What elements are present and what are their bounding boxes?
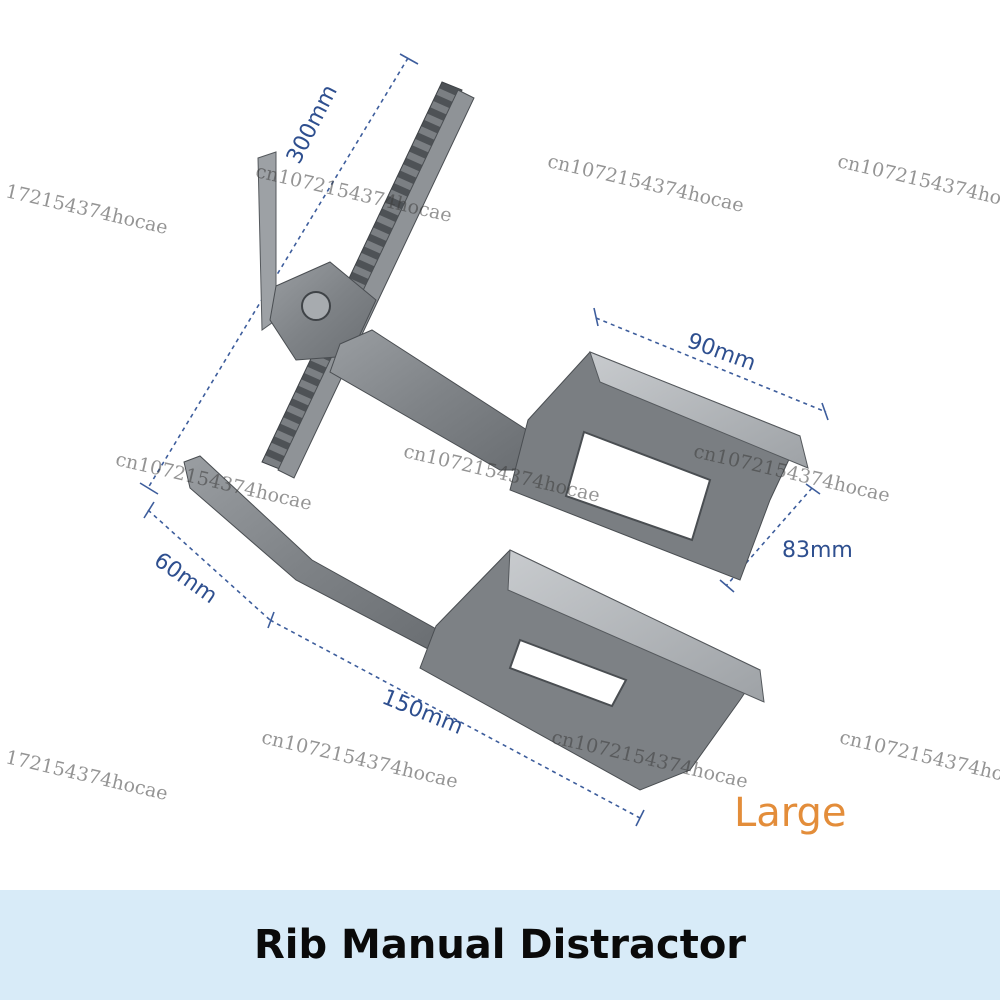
upper-blade: [509, 351, 809, 581]
lower-blade: [419, 549, 765, 791]
distractor-illustration: [139, 53, 829, 827]
banner-title: Rib Manual Distractor: [253, 922, 747, 968]
upper-arm: [257, 151, 531, 471]
dimension-blade-depth-label: 83mm: [782, 538, 853, 563]
title-banner: Rib Manual Distractor: [0, 890, 1000, 1000]
pivot-screw-icon: [301, 291, 331, 321]
product-photo: 300mm 90mm 83mm 60mm 150mm 172154374hoca…: [4, 53, 1000, 836]
size-label: Large: [734, 790, 847, 836]
dimension-lines: [139, 53, 829, 827]
